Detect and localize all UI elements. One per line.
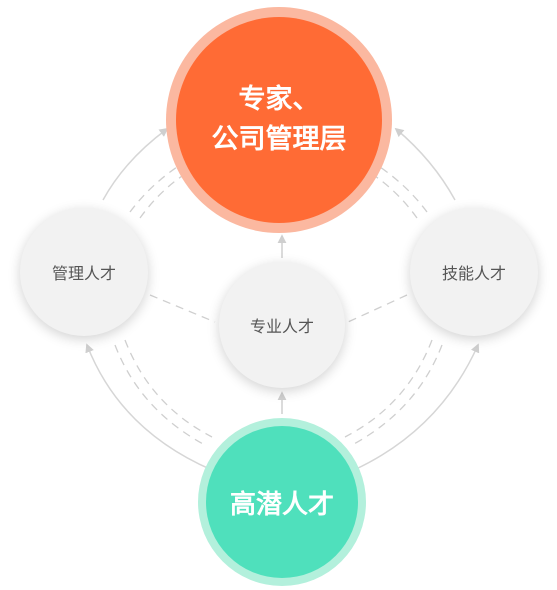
- arc-left-top: [102, 127, 169, 201]
- dash-bottom-left-1: [114, 344, 206, 446]
- dash-left-top-1: [129, 164, 181, 213]
- arc-bottom-right: [353, 343, 480, 471]
- dash-bottom-right-1: [351, 344, 443, 446]
- dash-bottom-right-2: [344, 339, 433, 438]
- dash-right-center: [347, 294, 408, 323]
- arc-bottom-left: [85, 343, 213, 471]
- bottom-node-label: 高潜人才: [229, 489, 334, 520]
- bottom-node: 高潜人才: [206, 426, 358, 578]
- dash-left-center: [149, 294, 216, 323]
- dash-bottom-left-2: [124, 339, 213, 438]
- top-node: 专家、 公司管理层: [176, 17, 382, 223]
- arc-right-top: [394, 127, 456, 201]
- left-node: 管理人才: [20, 208, 148, 336]
- left-node-label: 管理人才: [51, 264, 116, 283]
- center-node: 专业人才: [219, 262, 345, 388]
- center-node-label: 专业人才: [249, 317, 314, 336]
- dash-right-top-1: [376, 164, 428, 213]
- top-node-line1: 专家、: [238, 84, 320, 115]
- right-node: 技能人才: [410, 208, 538, 336]
- dash-right-top-2: [368, 171, 418, 219]
- top-node-line2: 公司管理层: [211, 124, 347, 155]
- right-node-label: 技能人才: [441, 264, 506, 283]
- dash-left-top-2: [139, 171, 189, 219]
